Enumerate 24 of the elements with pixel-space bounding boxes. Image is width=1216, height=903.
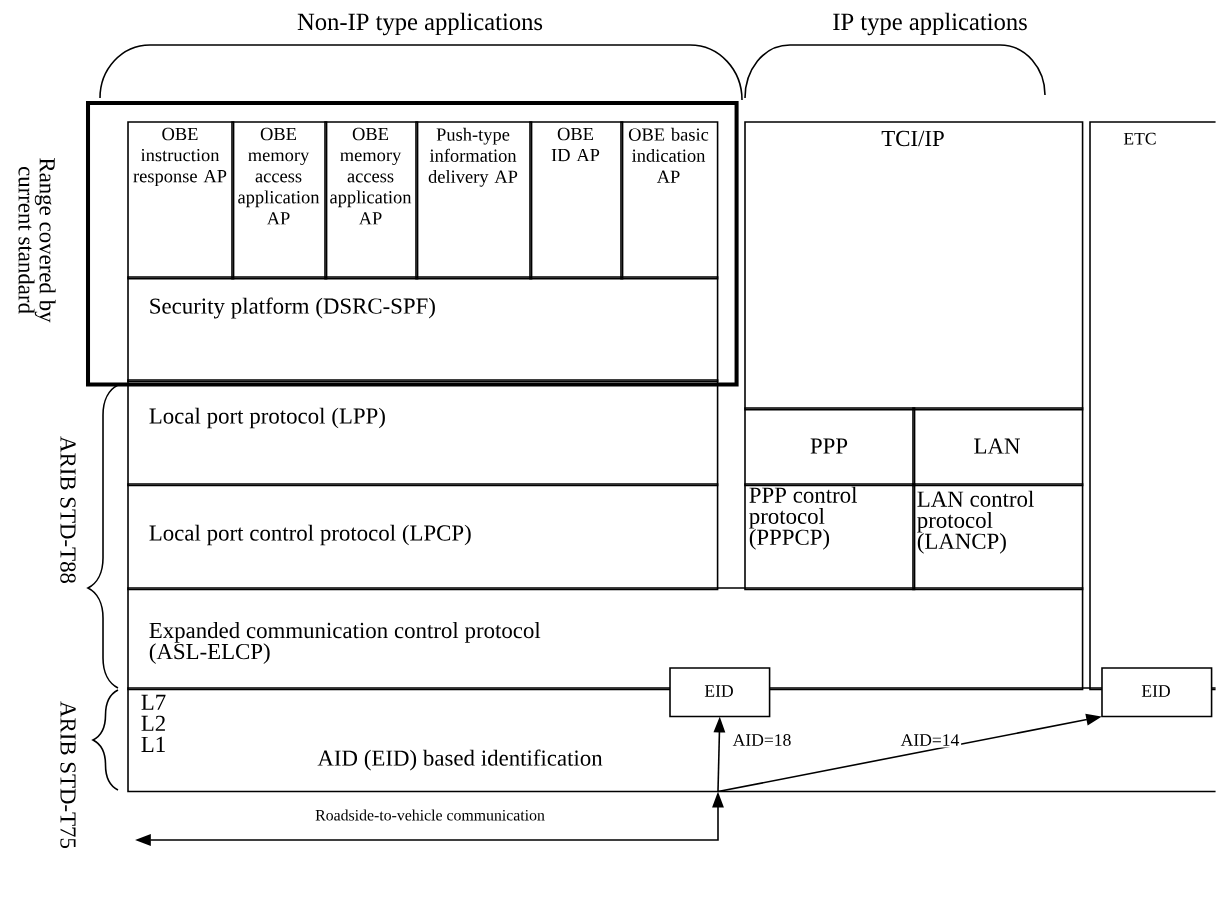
application-box: OBE memory access application AP [231,121,328,280]
layer-box: LAN control protocol (LANCP) [912,483,1084,591]
layer-box: Security platform (DSRC-SPF) [127,276,719,383]
eid-box: EID [1101,667,1213,718]
layer-box: Local port control protocol (LPCP) [127,483,719,591]
standard-label: ARIB STD-T75 [60,701,76,848]
eid-box: EID [669,667,771,718]
layer-box: Local port protocol (LPP) [127,379,719,487]
layer-box: PPP [744,407,916,487]
layer-box: LAN [912,407,1084,487]
application-box: OBE basic indication AP [620,121,719,280]
edge-label: AID=14 [898,732,962,748]
standard-label: ARIB STD-T88 [60,436,76,584]
application-box: OBE instruction response AP [127,121,235,280]
edge-label: AID=18 [730,732,794,748]
edge-label: Roadside-to-vehicle communication [313,807,547,823]
node-label: Range covered by current standard [18,158,56,323]
group-heading: Non-IP type applications [297,12,543,36]
group-heading: IP type applications [833,12,1027,36]
application-box: OBE memory access application AP [324,121,419,280]
layer-box: PPP control protocol (PPPCP) [744,483,916,591]
application-box: OBE ID AP [529,121,624,280]
layer-box: TCI/IP [744,121,1084,411]
application-box: Push-type information delivery AP [415,121,533,280]
